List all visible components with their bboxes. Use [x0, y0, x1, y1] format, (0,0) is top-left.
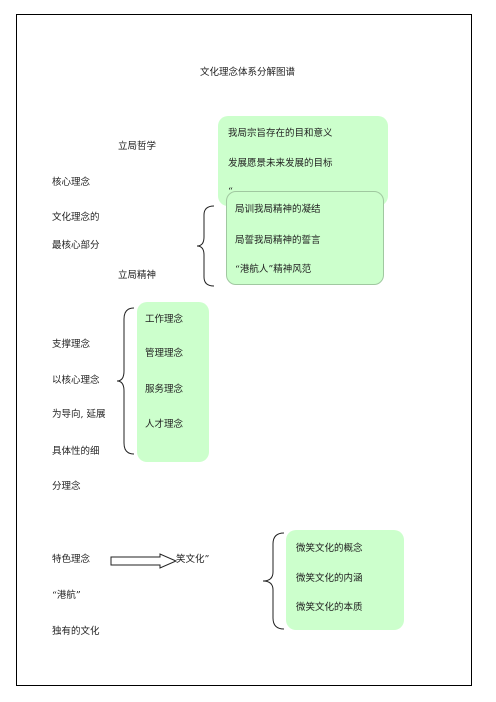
special-item: 微笑文化的概念: [296, 543, 363, 554]
arrow-icon: [110, 553, 178, 569]
spirit-item: 局训我局精神的凝结: [235, 204, 321, 215]
special-item: 微笑文化的内涵: [296, 573, 363, 584]
spirit-brace: [196, 205, 215, 287]
support-desc-line: 为导向, 延展: [52, 409, 106, 420]
core-desc-line1: 文化理念的: [52, 212, 100, 223]
page-frame: [16, 14, 472, 686]
support-box: 工作理念 管理理念 服务理念 人才理念: [137, 302, 209, 462]
support-item: 人才理念: [145, 419, 184, 430]
support-item: 工作理念: [145, 314, 184, 325]
spirit-box: 局训我局精神的凝结 局誓我局精神的誓言 “港航人”精神风范: [226, 191, 384, 285]
spirit-item: 局誓我局精神的誓言: [235, 235, 321, 246]
support-desc-line: 以核心理念: [52, 375, 100, 386]
special-box: 微笑文化的概念 微笑文化的内涵 微笑文化的本质: [286, 530, 404, 630]
support-label: 支撑理念: [52, 339, 91, 350]
support-desc-line: 具体性的细: [52, 446, 100, 457]
special-desc-line1: “港航”: [52, 590, 81, 601]
diagram-title: 文化理念体系分解图谱: [200, 67, 296, 78]
core-desc-line2: 最核心部分: [52, 240, 100, 251]
special-desc-line2: 独有的文化: [52, 626, 100, 637]
special-arrow-target: 笑文化”: [176, 554, 210, 565]
special-item: 微笑文化的本质: [296, 602, 363, 613]
philosophy-label: 立局哲学: [118, 141, 157, 152]
philosophy-item: 我局宗旨存在的目和意义: [228, 128, 333, 139]
special-brace: [262, 532, 285, 630]
philosophy-item: 发展愿景未来发展的目标: [228, 158, 333, 169]
spirit-label: 立局精神: [118, 270, 157, 281]
special-label: 特色理念: [52, 554, 91, 565]
support-brace: [116, 307, 135, 455]
support-item: 服务理念: [145, 384, 184, 395]
core-label: 核心理念: [52, 177, 91, 188]
spirit-item: “港航人”精神风范: [235, 264, 312, 275]
support-item: 管理理念: [145, 348, 184, 359]
support-desc-line: 分理念: [52, 481, 81, 492]
